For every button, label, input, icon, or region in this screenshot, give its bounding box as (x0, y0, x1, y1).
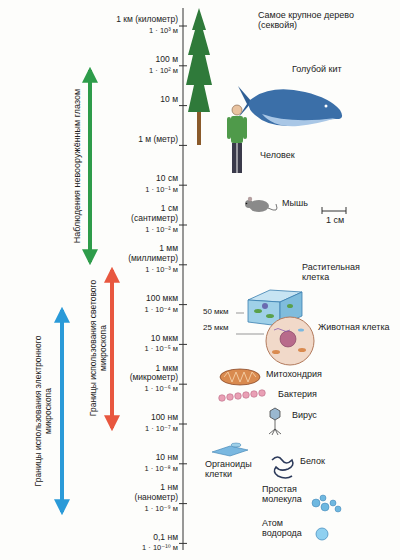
object-label: Белок (300, 456, 325, 466)
protein (272, 457, 293, 478)
scale-power: 1 · 10⁻⁵ м (145, 345, 179, 354)
scale-power: 1 · 10⁻⁹ м (144, 505, 178, 514)
dimension-label: 25 мкм (203, 323, 229, 332)
dimension-mark (236, 313, 244, 314)
range-caption: Границы использования электронного микро… (34, 316, 54, 506)
scale-value: 10 мкм (116, 334, 178, 344)
sequoia-tree (186, 8, 212, 145)
axis-tick (179, 304, 187, 305)
scale-power: 1 · 10⁻⁴ м (144, 306, 178, 315)
virus (269, 408, 281, 435)
axis-tick (179, 543, 187, 544)
scale-value: 1 мкм (микрометр) (116, 364, 178, 384)
object-label: Животная клетка (318, 322, 393, 332)
axis-tick (179, 225, 187, 226)
human-figure (227, 105, 247, 173)
scale-power: 1 · 10⁻³ м (145, 266, 178, 275)
axis-tick (179, 424, 187, 425)
scale-power: 1 · 10² м (149, 67, 178, 76)
scale-bar-label: 1 см (326, 215, 344, 225)
scale-value: 10 нм (116, 453, 178, 463)
scale-power: 1 · 10⁻⁷ м (145, 425, 178, 434)
dimension-label: 50 мкм (203, 307, 229, 316)
electron-microscope-arrow (60, 310, 64, 512)
dimension-mark (236, 334, 264, 335)
axis-tick (179, 65, 187, 66)
object-label: Самое крупное дерево (секвойя) (258, 10, 368, 31)
object-label: Митохондрия (266, 369, 322, 379)
scale-power: 1 · 10³ м (149, 27, 178, 36)
object-label: Мышь (282, 198, 308, 208)
object-label: Простая молекула (262, 484, 314, 505)
bacteria (219, 390, 266, 402)
object-label: Вирус (292, 410, 317, 420)
simple-molecule (312, 495, 341, 512)
scale-value: 10 м (116, 95, 178, 105)
eye-range-arrow (88, 70, 92, 262)
scale-power: 1 · 10⁻¹ м (145, 186, 178, 195)
scale-value: 10 см (116, 174, 178, 184)
axis-tick (179, 26, 187, 27)
object-label: Атом водорода (262, 518, 312, 539)
scale-value: 1 нм (нанометр) (116, 483, 178, 503)
scale-power: 1 · 10⁻² м (145, 226, 178, 235)
one-cm-bar (322, 207, 346, 214)
axis-tick (179, 463, 187, 464)
object-label: Органоиды клетки (205, 459, 265, 480)
scale-value: 1 км (километр) (116, 15, 178, 25)
object-label: Бактерия (278, 389, 317, 399)
mitochondrion (220, 369, 260, 385)
scale-value: 100 м (116, 55, 178, 65)
scale-axis (183, 8, 184, 550)
object-label: Человек (260, 150, 295, 160)
scale-value: 1 м (метр) (116, 135, 178, 145)
axis-tick (179, 344, 187, 345)
light-microscope-arrow (110, 270, 114, 428)
axis-ticks (179, 26, 187, 543)
scale-value: 1 см (сантиметр) (116, 204, 178, 224)
axis-tick (179, 264, 187, 265)
mouse (245, 197, 277, 212)
scale-value: 100 нм (116, 413, 178, 423)
axis-tick (179, 384, 187, 385)
cell-organoids (212, 443, 248, 456)
scale-value: 0,1 нм (116, 533, 178, 543)
range-caption: Границы использования светового микроско… (89, 273, 109, 423)
object-label: Голубой кит (292, 64, 342, 74)
scale-value: 1 мм (миллиметр) (116, 244, 178, 264)
scale-value: 100 мкм (116, 294, 178, 304)
hydrogen-atom (316, 528, 328, 540)
object-label: Растительная клетка (302, 262, 382, 283)
axis-tick (179, 105, 187, 106)
scale-power: 1 · 10⁻⁶ м (145, 385, 178, 394)
axis-tick (179, 185, 187, 186)
range-caption: Наблюдения невооружённым глазом (72, 66, 82, 266)
axis-tick (179, 503, 187, 504)
scale-power: 1 · 10⁻¹⁰ м (142, 544, 178, 553)
scale-power: 1 · 10⁻⁸ м (144, 465, 178, 474)
animal-cell (266, 317, 314, 365)
blue-whale (238, 86, 342, 126)
axis-tick (179, 145, 187, 146)
